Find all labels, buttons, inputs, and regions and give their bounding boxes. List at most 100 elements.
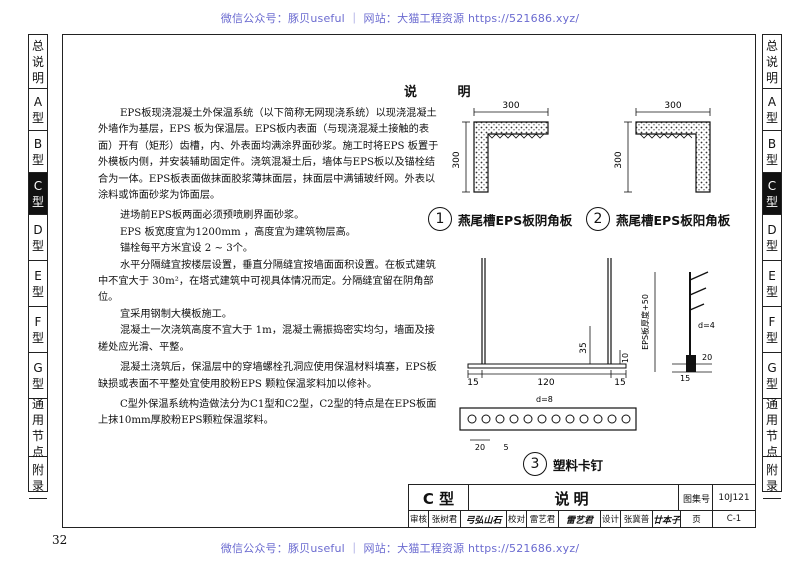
- side-tab-char: 型: [31, 284, 44, 299]
- side-tab-char: 型: [765, 376, 778, 391]
- dim-120: 120: [537, 378, 554, 388]
- side-tab-char: 型: [765, 284, 778, 299]
- role-name: 张树君: [429, 511, 461, 527]
- side-tab-char: 型: [765, 238, 778, 253]
- side-tab-char: 录: [765, 478, 778, 493]
- side-tab-char: D: [33, 222, 43, 237]
- note-paragraph: 锚栓每平方米宜设 2 ~ 3个。: [120, 243, 254, 255]
- page-label: 页: [681, 511, 713, 527]
- side-tab-char: 用: [765, 412, 778, 427]
- side-tab-char: 节: [31, 428, 44, 443]
- side-tab-char: A: [767, 94, 777, 109]
- side-tab-char: 节: [765, 428, 778, 443]
- outer-corner-board: 300 300: [614, 101, 711, 193]
- side-tab: 总说明: [29, 35, 47, 89]
- side-tab-char: 型: [765, 152, 778, 167]
- side-tab: 通用节点: [763, 396, 781, 459]
- side-tab-char: 通: [765, 396, 778, 411]
- dim-15: 15: [680, 374, 690, 383]
- dim-35: 35: [579, 342, 589, 353]
- side-tab-char: 点: [765, 444, 778, 459]
- dim-height: 300: [614, 151, 624, 168]
- side-tab-char: D: [767, 222, 777, 237]
- side-tab-char: 型: [31, 110, 44, 125]
- note-paragraph: 混凝土浇筑后，保温层中的穿墙螺栓孔洞应使用保温材料填塞，EPS板缺损或表面不平整…: [98, 362, 437, 390]
- note-paragraph: 进场前EPS板两面必须预喷刷界面砂浆。: [120, 210, 305, 222]
- role-name: 张冀普: [621, 511, 653, 527]
- role-label: 审核: [409, 511, 429, 527]
- atlas-label: 图集号: [681, 485, 713, 511]
- page-code: C-1: [726, 514, 742, 524]
- signature: 廿本子: [653, 511, 681, 527]
- note-paragraph: EPS板现浇混凝土外保温系统（以下简称无网现浇系统）以现浇混凝土外墙作为基层，E…: [98, 108, 439, 202]
- notes-body: EPS板现浇混凝土外保温系统（以下简称无网现浇系统）以现浇混凝土外墙作为基层，E…: [98, 106, 443, 430]
- corner-board-drawings: 300 300 300 300: [452, 101, 711, 193]
- page-number: 32: [52, 533, 68, 547]
- side-tab-char: B: [767, 136, 777, 151]
- side-tab-char: 型: [31, 152, 44, 167]
- side-tab-char: 型: [765, 330, 778, 345]
- side-tab-char: 明: [765, 70, 778, 85]
- figure-number: 3: [523, 452, 547, 476]
- side-tab-char: G: [767, 360, 777, 375]
- figure-caption: 塑料卡钉: [553, 457, 604, 473]
- inner-corner-board: 300 300: [452, 101, 549, 193]
- side-tab: 附录: [29, 457, 47, 499]
- clip-side-view: EPS板厚度+50 d=4 20 15: [640, 271, 715, 383]
- side-tab-char: 型: [31, 238, 44, 253]
- side-tab-char: 总: [31, 38, 44, 53]
- figure-3-label: 3 塑料卡钉: [523, 452, 603, 476]
- role-label: 校对: [507, 511, 527, 527]
- side-tab-char: 点: [31, 444, 44, 459]
- side-tab-char: A: [33, 94, 43, 109]
- note-paragraph: 宜采用钢制大模板施工。: [120, 308, 233, 320]
- side-tab-char: C: [33, 178, 43, 193]
- figure-2-label: 2 燕尾槽EPS板阳角板: [586, 207, 730, 231]
- watermark-top: 微信公众号：豚贝useful ｜ 网站：大猫工程资源 https://52168…: [220, 12, 580, 25]
- dim-width: 300: [664, 101, 681, 111]
- figure-number: 2: [586, 207, 610, 231]
- signature: 雷艺君: [559, 511, 601, 527]
- atlas-number: 10J121: [718, 493, 750, 503]
- side-tab-char: 用: [31, 412, 44, 427]
- side-tab-char: 说: [765, 54, 778, 69]
- side-tab-char: G: [33, 360, 43, 375]
- note-paragraph: C型外保温系统构造做法分为C1型和C2型，C2型的特点是在EPS板面上抹10mm…: [98, 398, 437, 427]
- dim-height: 300: [452, 151, 462, 168]
- notes-title: 说 明: [404, 85, 489, 100]
- signature: 弓弘山石: [461, 511, 507, 527]
- side-tab-char: E: [34, 268, 42, 283]
- side-tab: 总说明: [763, 35, 781, 89]
- side-tab-char: 附: [31, 462, 44, 477]
- note-paragraph: 水平分隔缝宜按楼层设置，垂直分隔缝宜按墙面面积设置。在板式建筑中不宜大于 30m…: [98, 259, 436, 304]
- clip-plan-view: d=8 20 5: [459, 395, 637, 452]
- side-tab: 通用节点: [29, 397, 47, 459]
- dim-d8: d=8: [536, 395, 553, 404]
- title-name: 说明: [469, 485, 679, 511]
- note-paragraph: EPS 板宽度宜为1200mm ，高度宜为建筑物层高。: [120, 226, 356, 238]
- figure-caption: 燕尾槽EPS板阳角板: [616, 212, 731, 228]
- figure-caption: 燕尾槽EPS板阴角板: [458, 212, 573, 228]
- side-tab-char: 附: [765, 462, 778, 477]
- side-tab-char: 总: [765, 38, 778, 53]
- dim-d4: d=4: [698, 321, 715, 330]
- dim-15: 15: [614, 378, 625, 388]
- dim-width: 300: [502, 101, 519, 111]
- dim-eps-thickness: EPS板厚度+50: [640, 294, 650, 350]
- watermark-bottom: 微信公众号：豚贝useful ｜ 网站：大猫工程资源 https://52168…: [220, 542, 580, 555]
- dim-20: 20: [702, 353, 712, 362]
- dim-5: 5: [503, 443, 508, 452]
- note-paragraph: 混凝土一次浇筑高度不宜大于 1m，混凝土需振捣密实均匀，墙面及接槎处应光滑、平整…: [98, 325, 435, 353]
- side-tab-char: B: [33, 136, 43, 151]
